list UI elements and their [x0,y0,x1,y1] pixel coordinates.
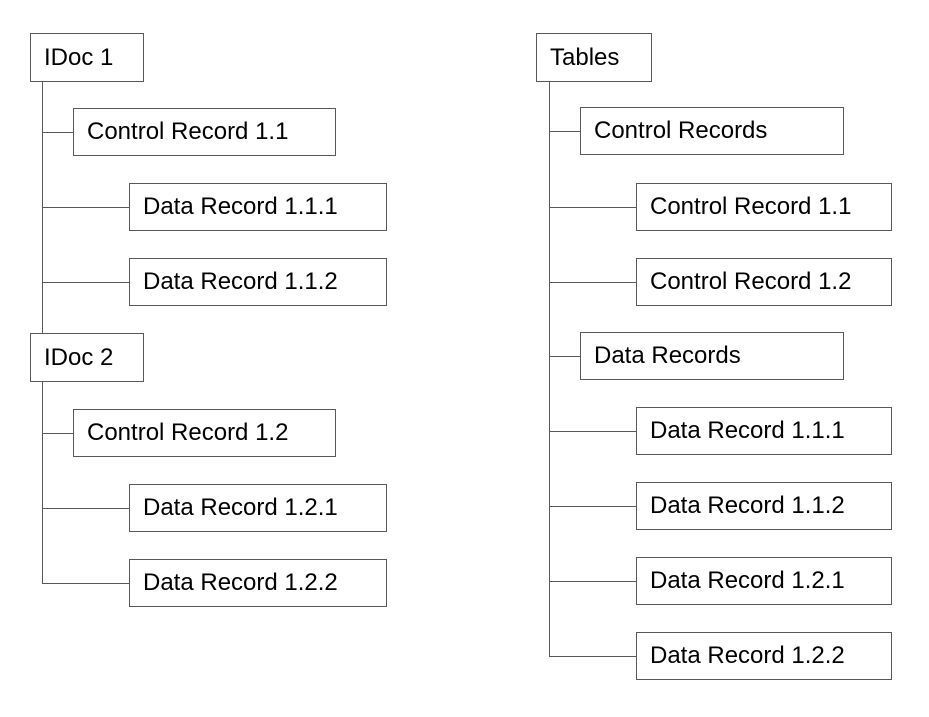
node-table-control-record-1-2: Control Record 1.2 [636,258,892,306]
node-data-record-1-2-2: Data Record 1.2.2 [129,559,387,607]
node-data-record-1-2-1: Data Record 1.2.1 [129,484,387,532]
node-data-records: Data Records [580,332,844,380]
connector-line [549,581,636,582]
connector-line [42,132,73,133]
connector-line [549,282,636,283]
connector-line [42,282,129,283]
node-table-data-record-1-1-2: Data Record 1.1.2 [636,482,892,530]
node-idoc-2: IDoc 2 [30,333,144,382]
connector-line [549,431,636,432]
connector-line [549,356,580,357]
node-data-record-1-1-1: Data Record 1.1.1 [129,183,387,231]
connector-line [549,131,580,132]
node-data-record-1-1-2: Data Record 1.1.2 [129,258,387,306]
connector-line [42,382,43,583]
node-control-record-1-2: Control Record 1.2 [73,409,336,457]
node-table-control-record-1-1: Control Record 1.1 [636,183,892,231]
connector-line [549,82,550,656]
node-tables: Tables [536,33,652,82]
node-table-data-record-1-1-1: Data Record 1.1.1 [636,407,892,455]
connector-line [42,508,129,509]
node-idoc-1: IDoc 1 [30,33,144,82]
connector-line [549,656,636,657]
connector-line [42,583,129,584]
node-table-data-record-1-2-1: Data Record 1.2.1 [636,557,892,605]
node-table-data-record-1-2-2: Data Record 1.2.2 [636,632,892,680]
connector-line [549,506,636,507]
node-control-records: Control Records [580,107,844,155]
connector-line [549,207,636,208]
connector-line [42,433,73,434]
connector-line [42,207,129,208]
node-control-record-1-1: Control Record 1.1 [73,108,336,156]
